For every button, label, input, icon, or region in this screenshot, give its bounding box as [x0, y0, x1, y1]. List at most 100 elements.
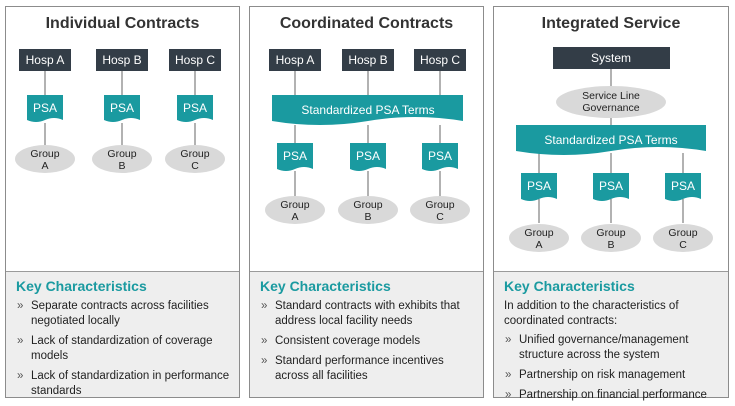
group-c-letter: C	[191, 160, 199, 172]
panel-coordinated-contracts: Coordinated Contracts Hosp A Hosp B Hosp…	[249, 6, 484, 398]
psa-c-shape	[665, 173, 701, 201]
panel-individual-contracts: Individual Contracts Hosp A Hosp B Hosp …	[5, 6, 240, 398]
key-item-line: Partnership on financial performance	[519, 389, 707, 401]
key-characteristics-box: Key Characteristics In addition to the c…	[494, 271, 728, 403]
governance-label: Service Line	[582, 90, 640, 102]
psa-c-shape	[177, 95, 213, 122]
panel-title: Individual Contracts	[45, 15, 200, 32]
standardized-terms-label: Standardized PSA Terms	[544, 133, 677, 147]
hosp-c-label: Hosp C	[420, 53, 460, 67]
key-item-line: address local facility needs	[275, 315, 413, 327]
hosp-a-label: Hosp A	[276, 53, 315, 67]
group-a-label: Group	[280, 199, 309, 211]
key-item-line: negotiated locally	[31, 315, 120, 327]
group-c-label: Group	[180, 148, 209, 160]
key-item: Standard contracts with exhibits that add…	[260, 299, 475, 329]
hosp-c-label: Hosp C	[175, 53, 215, 67]
key-characteristics-box: Key Characteristics Separate contracts a…	[6, 271, 239, 397]
hosp-c-box	[414, 49, 466, 71]
key-intro-line: In addition to the characteristics of	[504, 300, 679, 312]
key-item: Unified governance/management structure a…	[504, 333, 720, 363]
psa-c-label: PSA	[183, 101, 207, 115]
key-item-line: Standard performance incentives	[275, 355, 444, 367]
key-item: Lack of standardization of coverage model…	[16, 334, 231, 364]
key-title: Key Characteristics	[16, 278, 147, 294]
group-b-letter: B	[364, 211, 371, 223]
key-list: Unified governance/management structure a…	[504, 333, 720, 403]
key-item: Consistent coverage models	[260, 334, 475, 349]
hosp-b-box	[342, 49, 394, 71]
key-item: Lack of standardization in performance st…	[16, 369, 231, 399]
psa-b-shape	[104, 95, 140, 122]
key-item-line: models	[31, 350, 69, 362]
key-list: Standard contracts with exhibits that add…	[260, 299, 475, 384]
governance-label: Governance	[582, 102, 639, 114]
psa-c-label: PSA	[428, 149, 452, 163]
hosp-a-box	[269, 49, 321, 71]
psa-c-label: PSA	[671, 179, 695, 193]
group-c-letter: C	[679, 239, 687, 251]
key-item: Partnership on risk management	[504, 368, 720, 383]
psa-b-shape	[593, 173, 629, 201]
hosp-b-box	[96, 49, 148, 71]
group-c-ellipse	[653, 224, 713, 252]
key-item-line: Standard contracts with exhibits that	[275, 300, 460, 312]
group-a-letter: A	[41, 160, 48, 172]
key-title: Key Characteristics	[260, 278, 391, 294]
hosp-a-label: Hosp A	[26, 53, 65, 67]
key-item: Partnership on financial performance	[504, 388, 720, 403]
panel-integrated-service: Integrated Service System Service Line G…	[493, 6, 729, 403]
group-c-label: Group	[668, 227, 697, 239]
key-item-line: Unified governance/management	[519, 334, 689, 346]
key-item: Standard performance incentives across al…	[260, 354, 475, 384]
group-a-ellipse	[509, 224, 569, 252]
group-a-letter: A	[291, 211, 298, 223]
psa-b-label: PSA	[599, 179, 623, 193]
psa-b-shape	[350, 143, 386, 171]
psa-b-label: PSA	[110, 101, 134, 115]
group-c-letter: C	[436, 211, 444, 223]
group-b-ellipse	[338, 196, 398, 224]
panel-title: Integrated Service	[541, 15, 681, 32]
standardized-terms-shape	[272, 95, 463, 125]
key-item: Separate contracts across facilities nego…	[16, 299, 231, 329]
group-b-label: Group	[353, 199, 382, 211]
diagram-coordinated: Hosp A Hosp B Hosp C Standardized PSA Te…	[265, 49, 470, 224]
psa-b-label: PSA	[356, 149, 380, 163]
key-item-line: Lack of standardization in performance	[31, 370, 230, 382]
standardized-terms-shape	[516, 125, 706, 155]
key-intro: In addition to the characteristics of coo…	[504, 299, 720, 329]
group-b-ellipse	[581, 224, 641, 252]
psa-a-label: PSA	[283, 149, 307, 163]
diagram-individual: Hosp A Hosp B Hosp C PSA PSA PSA Group A…	[15, 49, 225, 173]
group-b-label: Group	[107, 148, 136, 160]
group-a-label: Group	[30, 148, 59, 160]
hosp-a-box	[19, 49, 71, 71]
diagram-integrated: System Service Line Governance Standardi…	[509, 47, 713, 252]
key-item-line: structure across the system	[519, 349, 660, 361]
panel-title: Coordinated Contracts	[279, 15, 454, 32]
group-b-ellipse	[92, 145, 152, 173]
system-label: System	[591, 51, 631, 65]
hosp-b-label: Hosp B	[348, 53, 387, 67]
group-a-ellipse	[265, 196, 325, 224]
group-b-label: Group	[596, 227, 625, 239]
key-item-line: Separate contracts across facilities	[31, 300, 209, 312]
key-item-line: across all facilities	[275, 370, 368, 382]
key-list: Separate contracts across facilities nego…	[16, 299, 231, 399]
psa-a-shape	[277, 143, 313, 171]
governance-ellipse	[556, 86, 666, 118]
group-c-ellipse	[165, 145, 225, 173]
psa-a-shape	[521, 173, 557, 201]
key-characteristics-box: Key Characteristics Standard contracts w…	[250, 271, 483, 397]
key-item-line: Lack of standardization of coverage	[31, 335, 213, 347]
key-item-line: Consistent coverage models	[275, 335, 421, 347]
group-b-letter: B	[118, 160, 125, 172]
key-title: Key Characteristics	[504, 278, 635, 294]
key-item-line: standards	[31, 385, 82, 397]
psa-a-shape	[27, 95, 63, 122]
group-a-letter: A	[535, 239, 542, 251]
key-intro-line: coordinated contracts:	[504, 315, 618, 327]
psa-a-label: PSA	[33, 101, 57, 115]
standardized-terms-label: Standardized PSA Terms	[301, 103, 434, 117]
